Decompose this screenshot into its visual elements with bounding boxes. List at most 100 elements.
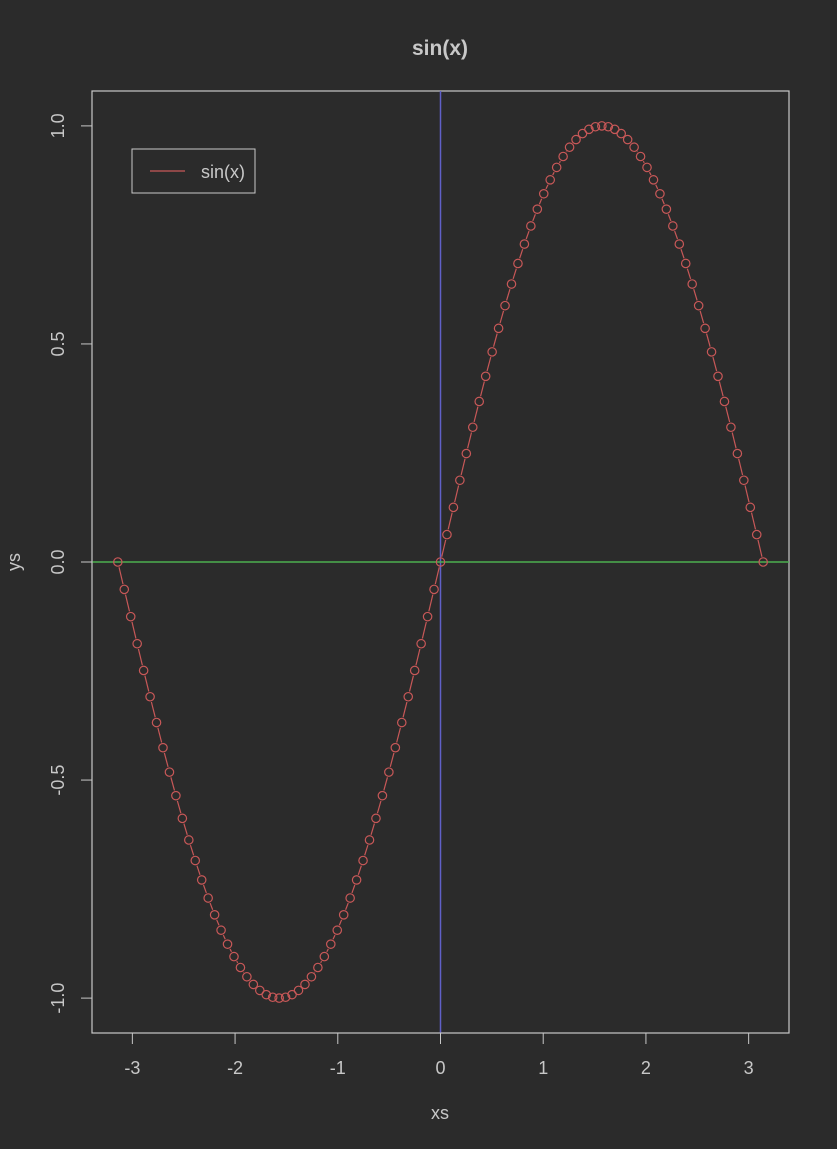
data-point [687,279,697,289]
data-point [493,323,504,334]
data-point [558,151,568,162]
series-segment [757,539,763,557]
data-point [113,557,123,567]
chart-title: sin(x) [412,37,468,60]
y-axis-label: ys [4,553,24,571]
x-tick-label: 1 [538,1058,548,1078]
data-point [719,396,730,407]
series-segment [216,919,220,926]
data-point [500,300,510,311]
data-point [403,691,414,702]
series-segment [189,844,195,856]
data-point [551,162,562,173]
data-point [319,951,330,962]
data-point [371,813,381,824]
data-point [467,422,478,433]
series-segment [320,960,323,964]
series-segment [532,214,536,222]
series-segment [667,214,672,222]
data-point [461,448,472,459]
data-point [377,790,388,801]
series-segment [209,902,214,910]
legend-box [131,148,256,194]
y-tick-label: 0.0 [48,549,68,574]
data-point [358,855,368,866]
data-point [622,134,633,145]
data-point [184,835,194,845]
data-point [429,584,439,595]
series-segment [655,184,659,190]
data-point [235,962,246,973]
data-point [325,939,336,949]
data-point [338,910,349,920]
series-segment [396,727,402,743]
data-point [635,151,646,162]
series-segment [705,333,711,347]
data-point [306,971,317,982]
series-segment [648,171,652,176]
data-point [732,448,743,459]
series-segment [447,512,453,530]
series-segment [473,406,479,423]
data-point [396,717,407,728]
data-point [726,422,736,433]
data-point [713,371,723,382]
data-point [571,134,581,145]
series-segment [183,823,188,835]
data-point [564,142,575,153]
series-segment [545,184,549,190]
data-point [706,347,717,357]
data-point [384,767,394,777]
data-point [261,989,272,1000]
data-point [680,258,691,269]
data-point [274,993,284,1003]
series-segment [738,458,744,476]
y-tick-label: -1.0 [48,983,68,1014]
series-segment [525,230,530,240]
series-segment [731,432,737,449]
series-segment [415,648,421,666]
legend-label: sin(x) [201,162,245,182]
data-point [254,985,265,996]
data-point [293,985,304,996]
data-point [300,979,310,990]
series-segment [499,310,505,324]
series-segment [389,752,395,768]
series-segment [558,160,561,164]
series-segment [170,777,176,791]
series-segment [492,333,498,347]
data-point [313,962,323,973]
series-segment [345,902,349,910]
data-point [171,790,181,801]
series-segment [661,198,665,205]
data-point [164,767,175,777]
data-point [248,979,259,990]
data-point [196,875,207,885]
data-point [487,347,497,357]
data-point [474,396,485,407]
series-segment [434,567,440,585]
reference-lines [92,91,789,1033]
series-segment [131,621,137,639]
series-segment [718,381,724,397]
series-segment [357,865,362,875]
data-point [158,742,168,753]
data-point [648,175,659,185]
x-tick-label: 2 [641,1058,651,1078]
series-segment [538,198,543,205]
x-tick-label: -1 [330,1058,346,1078]
data-point [480,371,491,382]
data-point [390,742,401,753]
data-point [739,475,749,486]
data-point [693,300,704,311]
series-segment [364,844,369,856]
data-point [145,691,155,702]
data-point [216,925,226,936]
data-point [287,989,297,1000]
series-segment [408,675,414,692]
data-point [751,529,762,540]
series-segment [229,948,233,953]
series-segment [750,512,757,530]
